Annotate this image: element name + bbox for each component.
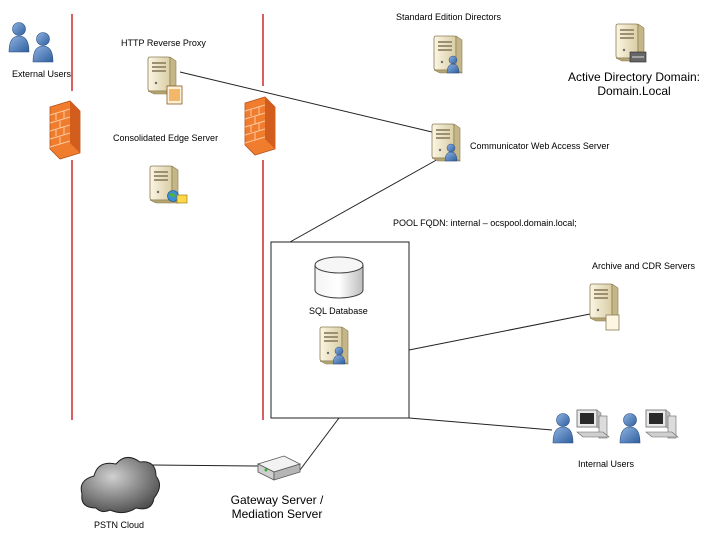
connector-pool-archive bbox=[408, 313, 591, 351]
internal-users-label: Internal Users bbox=[578, 459, 635, 469]
connector-pool-gateway bbox=[299, 417, 340, 471]
gateway-label-line1: Gateway Server / bbox=[230, 493, 324, 507]
connector-proxy-cwa bbox=[179, 71, 433, 133]
pool-front-end-server-icon bbox=[319, 326, 349, 365]
active-directory-label: Active Directory Domain: Domain.Local bbox=[563, 70, 705, 98]
gateway-label-line2: Mediation Server bbox=[231, 507, 323, 521]
archive-cdr-servers-label: Archive and CDR Servers bbox=[592, 261, 696, 271]
pool-fqdn-label: POOL FQDN: internal – ocspool.domain.loc… bbox=[393, 218, 577, 228]
active-directory-server-icon bbox=[615, 23, 647, 63]
external-users-icon bbox=[8, 22, 54, 63]
consolidated-edge-server-icon bbox=[149, 165, 188, 204]
connectors bbox=[151, 71, 591, 471]
pstn-cloud-label: PSTN Cloud bbox=[94, 520, 145, 530]
connector-pool-internal-users bbox=[408, 417, 553, 431]
internal-users-icon bbox=[552, 409, 679, 444]
gateway-device-icon bbox=[256, 455, 302, 481]
consolidated-edge-server-label: Consolidated Edge Server bbox=[113, 133, 219, 143]
active-directory-label-line1: Active Directory Domain: bbox=[567, 70, 701, 84]
sql-database-label: SQL Database bbox=[309, 306, 368, 316]
communicator-web-access-server-label: Communicator Web Access Server bbox=[470, 141, 610, 151]
pool-box bbox=[270, 241, 410, 419]
pstn-cloud-icon bbox=[80, 457, 160, 514]
perimeter-lines bbox=[71, 14, 264, 420]
http-reverse-proxy-label: HTTP Reverse Proxy bbox=[121, 38, 206, 48]
sql-database-icon bbox=[314, 256, 364, 299]
standard-edition-directors-icon bbox=[433, 35, 463, 74]
firewall-icon-outer bbox=[49, 100, 81, 160]
gateway-mediation-label: Gateway Server / Mediation Server bbox=[222, 493, 332, 521]
standard-edition-directors-label: Standard Edition Directors bbox=[396, 12, 502, 22]
active-directory-label-line2: Domain.Local bbox=[597, 84, 671, 98]
external-users-label: External Users bbox=[12, 69, 72, 79]
http-reverse-proxy-icon bbox=[147, 56, 183, 105]
archive-cdr-server-icon bbox=[589, 283, 620, 331]
connector-pool-cwa bbox=[289, 157, 441, 243]
connector-gateway-pstn bbox=[151, 464, 259, 467]
firewall-icon-inner bbox=[244, 96, 276, 156]
communicator-web-access-server-icon bbox=[431, 123, 461, 162]
